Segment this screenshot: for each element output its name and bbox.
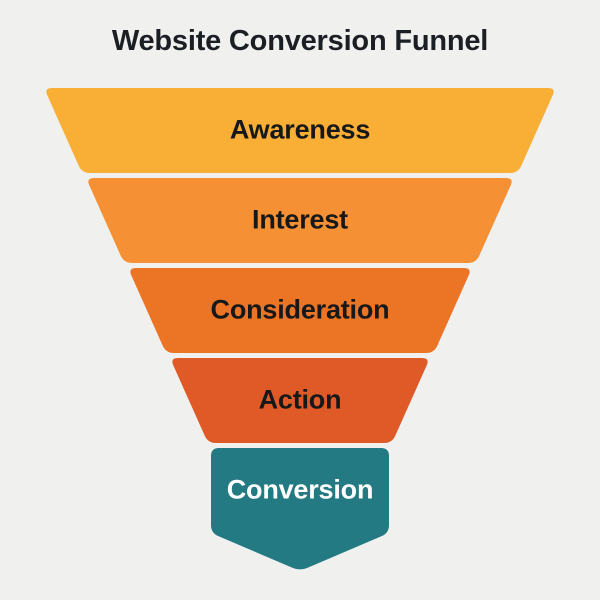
funnel-stage-label-consideration: Consideration <box>211 295 390 325</box>
funnel-stage-group: AwarenessInterestConsiderationActionConv… <box>46 88 554 570</box>
funnel-stage-label-interest: Interest <box>252 205 348 235</box>
funnel-stage-interest[interactable] <box>88 178 512 263</box>
funnel-stage-consideration[interactable] <box>130 268 470 353</box>
funnel-stage-label-awareness: Awareness <box>230 115 370 145</box>
funnel-stage-conversion[interactable] <box>211 448 389 570</box>
chart-title: Website Conversion Funnel <box>111 25 489 57</box>
funnel-stage-label-conversion: Conversion <box>227 475 374 505</box>
funnel-stage-label-action: Action <box>259 385 342 415</box>
funnel-stage-action[interactable] <box>172 358 428 443</box>
funnel-stage-awareness[interactable] <box>46 88 554 173</box>
